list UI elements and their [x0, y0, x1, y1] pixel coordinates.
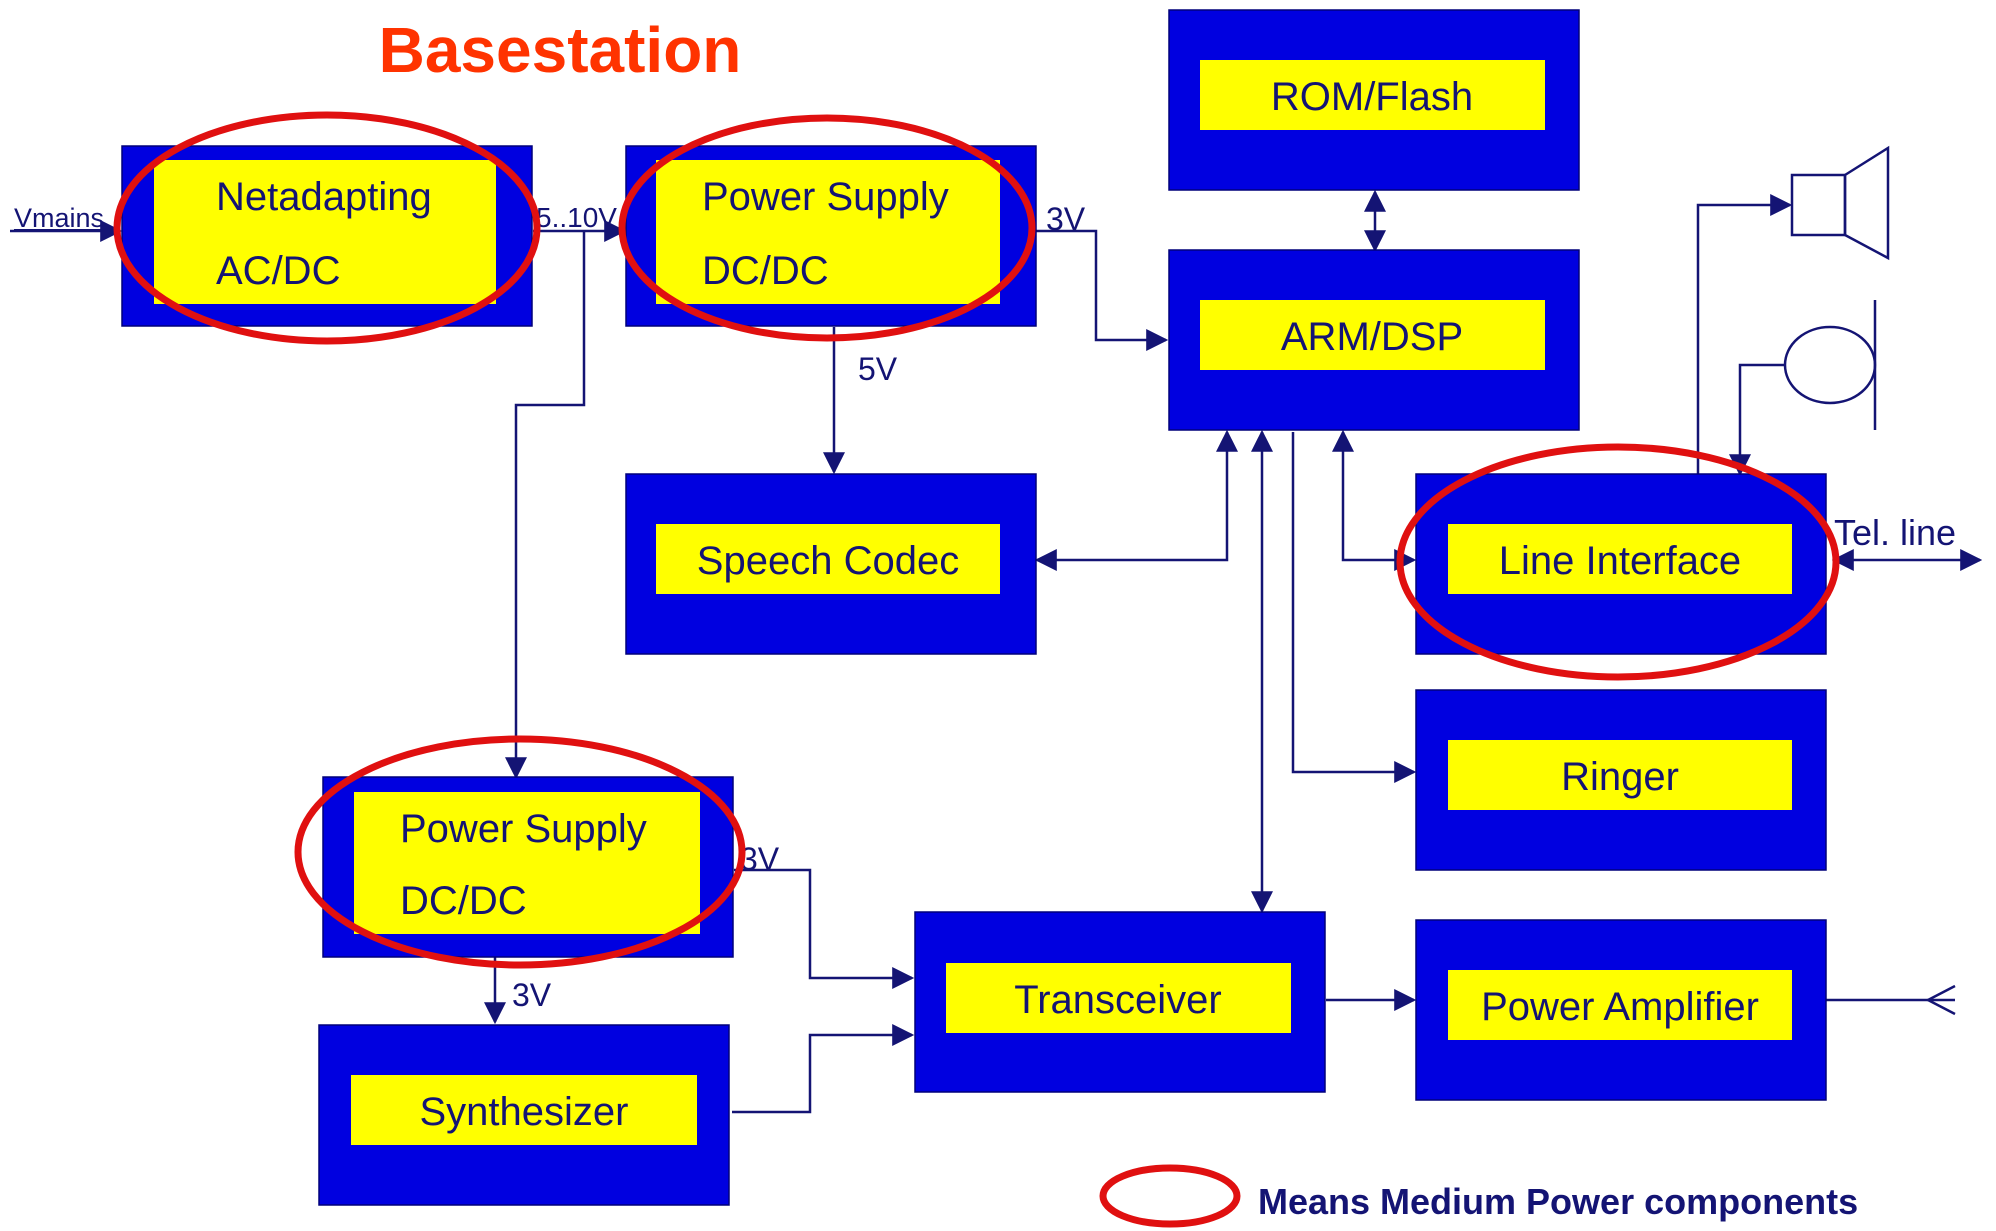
psu-bottom-label-1: Power Supply: [400, 807, 647, 851]
block-synthesizer: Synthesizer: [318, 1024, 730, 1206]
label-5-10v: 5..10V: [536, 202, 617, 233]
block-power-amplifier: Power Amplifier: [1415, 919, 1827, 1101]
netadapting-label-1: Netadapting: [216, 175, 432, 219]
transceiver-label: Transceiver: [1014, 978, 1221, 1022]
block-power-supply-top: Power Supply DC/DC: [625, 145, 1037, 327]
wires: [10, 189, 1983, 1114]
block-netadapting: Netadapting AC/DC: [121, 145, 533, 327]
synthesizer-label: Synthesizer: [420, 1090, 629, 1134]
highlight-line-interface: [1396, 443, 1840, 681]
block-line-interface: Line Interface: [1415, 473, 1827, 655]
highlight-netadapting: [113, 111, 541, 345]
block-ringer: Ringer: [1415, 689, 1827, 871]
microphone-icon: [1783, 300, 1877, 430]
power-amplifier-label: Power Amplifier: [1481, 985, 1759, 1029]
wire-to-psu-bottom: [505, 231, 586, 780]
psu-bottom-label-2: DC/DC: [400, 879, 527, 923]
legend-ellipse: [1099, 1164, 1241, 1228]
antenna-icon: [1925, 984, 1956, 1016]
wire-line-speaker: [1696, 194, 1793, 474]
block-rom-flash: ROM/Flash: [1168, 9, 1580, 191]
speaker-icon: [1790, 145, 1890, 261]
wire-arm-ringer: [1291, 432, 1417, 783]
label-3v-bottom-down: 3V: [512, 977, 552, 1013]
wire-synth-transceiver: [732, 1024, 915, 1114]
block-power-supply-bottom: Power Supply DC/DC: [322, 776, 734, 958]
highlight-power-supply-bottom: [294, 735, 746, 969]
diagram-title: Basestation: [379, 14, 742, 86]
highlight-power-supply-top: [618, 114, 1036, 342]
line-interface-label: Line Interface: [1499, 539, 1741, 583]
wire-arm-codec: [1034, 429, 1238, 571]
netadapting-label-2: AC/DC: [216, 249, 340, 293]
legend-text: Means Medium Power components: [1258, 1181, 1858, 1222]
psu-top-label-1: Power Supply: [702, 175, 949, 219]
wire-arm-line: [1332, 429, 1417, 571]
legend: Means Medium Power components: [1099, 1164, 1858, 1228]
ringer-label: Ringer: [1561, 755, 1679, 799]
block-arm-dsp: ARM/DSP: [1168, 249, 1580, 431]
psu-top-label-2: DC/DC: [702, 249, 829, 293]
speech-codec-label: Speech Codec: [697, 539, 959, 583]
block-speech-codec: Speech Codec: [625, 473, 1037, 655]
label-vmains: Vmains: [14, 203, 104, 233]
label-tel-line: Tel. line: [1834, 512, 1956, 553]
label-3v-top: 3V: [1046, 201, 1086, 237]
label-3v-bottom-right: 3V: [740, 841, 780, 877]
wire-mic-line: [1729, 363, 1785, 477]
wire-3v-to-arm: [1036, 229, 1169, 351]
label-5v: 5V: [858, 351, 898, 387]
block-transceiver: Transceiver: [914, 911, 1326, 1093]
rom-flash-label: ROM/Flash: [1271, 75, 1473, 119]
arm-dsp-label: ARM/DSP: [1281, 315, 1463, 359]
wire-psu-transceiver: [734, 868, 915, 989]
